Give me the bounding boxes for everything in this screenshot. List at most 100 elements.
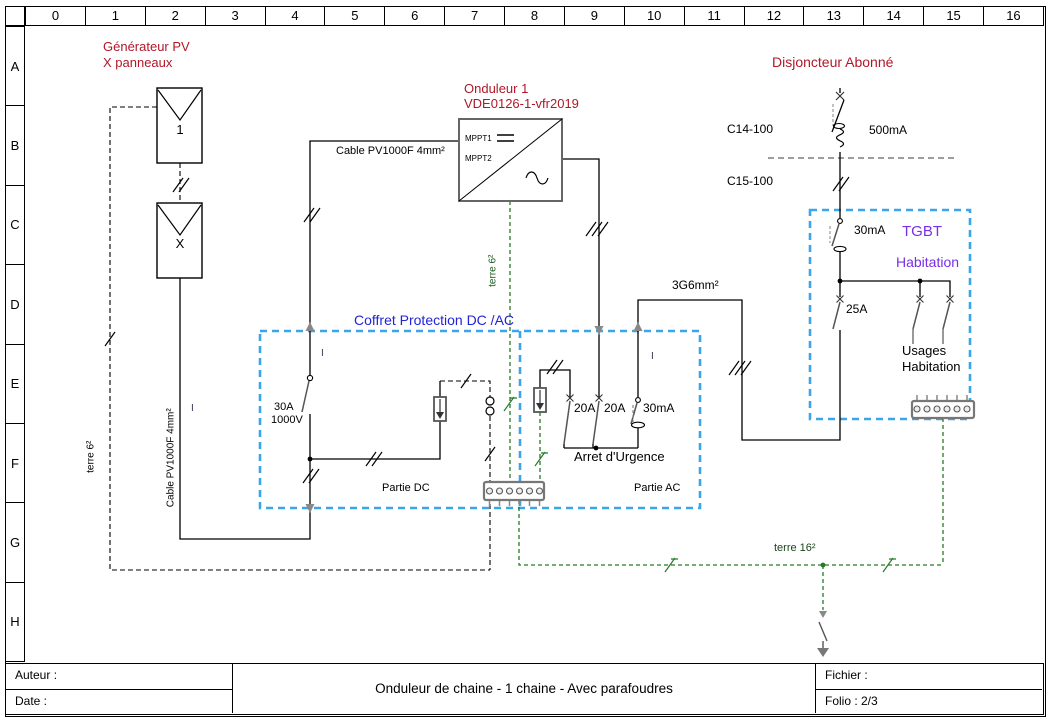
ac-surge-branch	[539, 369, 571, 397]
col-label: 14	[863, 7, 923, 25]
cable-3g6-label: 3G6mm²	[672, 278, 719, 292]
tgbt-busbar	[839, 280, 951, 297]
usages-label-1: Usages	[902, 343, 947, 358]
col-label: 13	[803, 7, 863, 25]
earth-conductors	[509, 201, 944, 610]
boundary-flow-arrows	[305, 322, 643, 513]
breaker-20a-1-label: 20A	[574, 401, 596, 415]
grid-row-header: A B C D E F G H	[5, 26, 25, 662]
col-label: 1	[84, 7, 145, 25]
cable-pv-label-horizontal: Cable PV1000F 4mm²	[336, 145, 445, 157]
wires	[179, 88, 951, 540]
c14-label: C14-100	[727, 122, 774, 136]
disjoncteur-abonne-label: Disjoncteur Abonné	[772, 54, 894, 70]
ac-rcd-label: 30mA	[643, 401, 675, 415]
partie-ac-label: Partie AC	[634, 482, 681, 494]
row-label: B	[6, 105, 24, 184]
earth-marks	[503, 396, 896, 573]
titleblock-auteur: Auteur :	[6, 664, 233, 690]
row-label: H	[6, 581, 24, 661]
ac-sine-symbol	[525, 171, 549, 185]
tgbt-label: TGBT	[902, 223, 942, 240]
tgbt-box	[808, 208, 972, 421]
terre16-label: terre 16²	[774, 542, 816, 554]
arrow-down-ac-in	[594, 326, 604, 335]
ma500-label: 500mA	[869, 123, 908, 137]
tgbt-breaker-25a	[832, 295, 844, 330]
coffret-protection-box	[258, 329, 702, 510]
enclosure-boxes	[258, 208, 972, 510]
row-label: D	[6, 264, 24, 343]
dc-isolator-30a	[301, 374, 314, 413]
title-block: Auteur : Date : Onduleur de chaine - 1 c…	[5, 663, 1044, 715]
arrow-up-dc-in	[305, 322, 315, 331]
ac-breaker-20a-2	[592, 394, 603, 445]
arrow-down-dc-out	[305, 504, 315, 513]
partie-dc-label: Partie DC	[382, 482, 430, 494]
col-label: 3	[204, 7, 265, 25]
panel-1-label: 1	[176, 122, 184, 137]
tgbt-rcd-30ma	[829, 218, 847, 253]
coffret-earth-terminal-block	[482, 480, 546, 506]
dc-surge-branch	[310, 421, 441, 460]
coffret-title-label: Coffret Protection DC /AC	[354, 312, 515, 328]
ac-surge-arrester	[533, 387, 547, 413]
arret-urgence-bus	[563, 428, 639, 449]
i-mark-1: I	[321, 348, 324, 359]
pv-string-return	[179, 278, 311, 540]
spark-gap	[485, 396, 495, 416]
pv-panel-1	[156, 87, 203, 164]
arrow-up-ac-out	[633, 322, 643, 331]
col-label: 10	[623, 7, 684, 25]
titleblock-date: Date :	[6, 690, 233, 713]
main-earth-run	[518, 500, 943, 566]
pv-generator-label-2: X panneaux	[103, 55, 173, 70]
usages-label-2: Habitation	[902, 359, 961, 374]
cable-marks	[104, 176, 850, 484]
col-label: 5	[324, 7, 384, 25]
grid-corner-cell	[5, 6, 25, 26]
tgbt-breaker-usage-2	[942, 295, 954, 344]
dc-sparkgap-link-top	[440, 380, 491, 397]
breaker-25a-label: 25A	[846, 302, 868, 316]
col-label: 12	[743, 7, 804, 25]
coffret-to-tgbt-feed	[637, 299, 841, 441]
earth-junction-dot	[820, 562, 826, 568]
row-label: E	[6, 343, 24, 423]
arret-urgence-label: Arret d'Urgence	[574, 449, 665, 464]
inverter-ac-output	[562, 158, 600, 397]
dc-to-mppt1-wire	[309, 140, 459, 376]
inverter-label-2: VDE0126-1-vfr2019	[464, 96, 579, 111]
panel-x-label: X	[175, 236, 185, 251]
breaker-20a-2-label: 20A	[604, 401, 626, 415]
inverter-symbol	[458, 118, 563, 202]
tgbt-earth-terminal-block	[910, 395, 976, 420]
pv-generator-label-1: Générateur PV	[103, 39, 190, 54]
mppt1-label: MPPT1	[465, 134, 492, 143]
mppt2-label: MPPT2	[465, 154, 492, 163]
col-label: 8	[504, 7, 564, 25]
inverter-label-1: Onduleur 1	[464, 81, 529, 96]
i-mark-3: I	[191, 403, 194, 414]
pv-frame-earth-link	[109, 106, 490, 571]
tgbt-rcd-label: 30mA	[854, 223, 886, 237]
col-label: 11	[683, 7, 744, 25]
c15-label: C15-100	[727, 174, 774, 188]
thermal-element	[835, 128, 845, 148]
col-label: 0	[51, 8, 60, 23]
col-label: 2	[144, 7, 205, 25]
titleblock-folio: Folio : 2/3	[825, 694, 878, 708]
pv-panel-x	[156, 202, 203, 279]
dc-surge-arrester	[433, 396, 447, 422]
tgbt-breaker-usage-1	[912, 295, 924, 344]
dc-switch-rating-label-1: 30A	[274, 401, 294, 413]
main-breaker-disjoncteur	[831, 91, 846, 148]
col-label: 4	[264, 7, 325, 25]
titleblock-fichier: Fichier :	[816, 664, 1042, 690]
dc-switch-rating-label-2: 1000V	[271, 414, 303, 426]
terre6-left-label: terre 6²	[85, 440, 97, 473]
tgbt-habitation-label: Habitation	[896, 254, 960, 270]
dc-symbol	[497, 134, 514, 142]
